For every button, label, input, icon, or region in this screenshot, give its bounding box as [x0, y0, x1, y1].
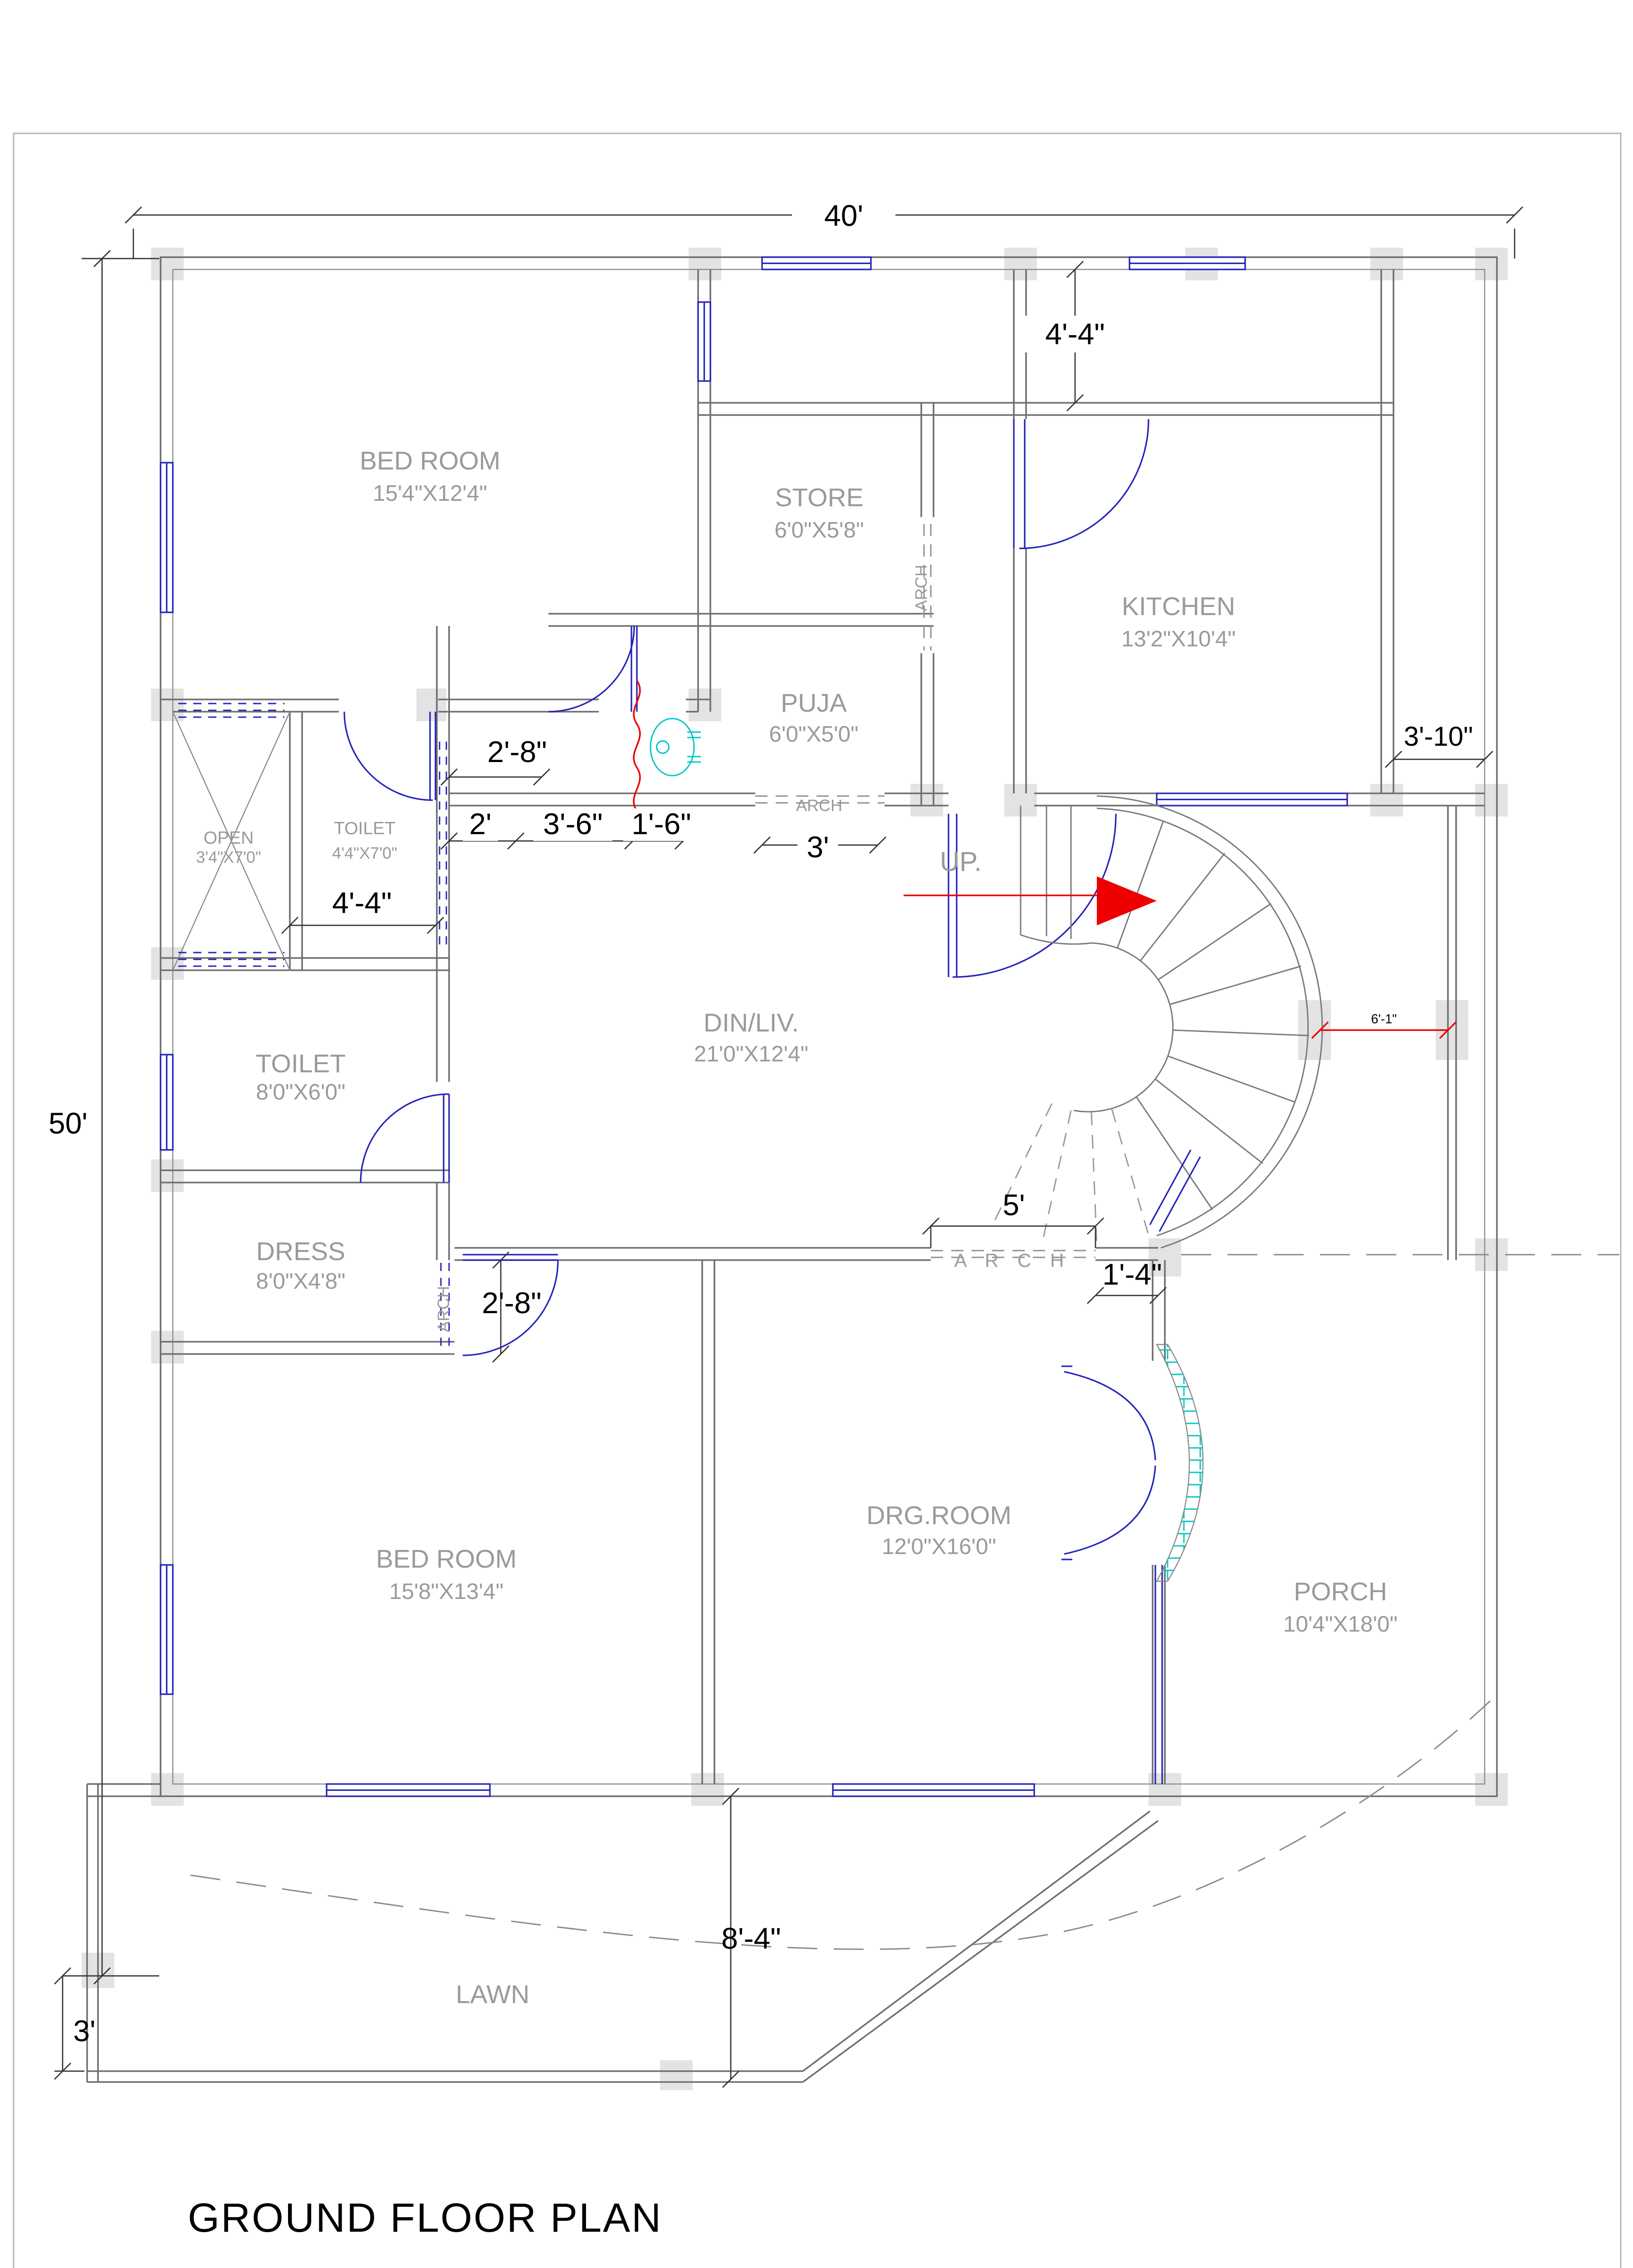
arch-label-puja: ARCH	[796, 796, 842, 815]
wash-basin	[633, 680, 701, 811]
room-kitchen: KITCHEN	[1122, 592, 1235, 621]
up-label: UP.	[940, 846, 982, 877]
room-toilet2: TOILET	[256, 1049, 346, 1078]
dim-passage-segments: 2' 3'-6" 1'-6"	[440, 807, 699, 850]
dim-arch-side: 1'-4"	[1087, 1257, 1167, 1304]
svg-text:3': 3'	[73, 2014, 95, 2048]
svg-text:1'-6": 1'-6"	[631, 807, 691, 841]
page-title: GROUND FLOOR PLAN	[188, 2195, 662, 2241]
window-bedroom1-right	[697, 301, 711, 382]
dim-entry-depth: 4'-4"	[1025, 261, 1125, 411]
window-top-store	[761, 256, 872, 270]
room-dinliv-size: 21'0"X12'4"	[694, 1041, 808, 1066]
window-west-bedroom1	[160, 462, 174, 613]
svg-text:2'-8": 2'-8"	[482, 1286, 541, 1320]
room-store-size: 6'0"X5'8"	[774, 518, 864, 543]
window-south-drg	[832, 1783, 1035, 1797]
columns	[82, 248, 1508, 2090]
door-toilet1	[343, 711, 436, 801]
arch-label-store: ARCH	[912, 565, 930, 611]
arch-label-dress: ARCH	[434, 1286, 453, 1332]
room-kitchen-size: 13'2"X10'4"	[1121, 626, 1236, 651]
arch-openings	[190, 524, 1619, 1950]
door-kitchen	[1013, 419, 1149, 549]
svg-text:4'-4": 4'-4"	[332, 886, 391, 919]
svg-text:3'-6": 3'-6"	[543, 807, 602, 841]
room-bedroom2-size: 15'8"X13'4"	[389, 1579, 504, 1604]
room-toilet1: TOILET	[334, 819, 396, 838]
room-puja: PUJA	[781, 689, 847, 718]
dim-puja-opening: 3'	[753, 830, 886, 865]
room-porch-size: 10'4"X18'0"	[1283, 1612, 1398, 1637]
dim-dress-arch: 2'-8"	[482, 1251, 542, 1363]
sheet-border	[13, 132, 1622, 2268]
double-door-porch	[1061, 1365, 1156, 1560]
svg-text:5': 5'	[1002, 1188, 1025, 1222]
window-west-bedroom2	[160, 1564, 174, 1695]
svg-text:2': 2'	[469, 807, 491, 841]
dim-wash-width: 2'-8"	[440, 735, 550, 786]
internal-walls	[161, 269, 1485, 1784]
windows	[160, 256, 1348, 1797]
room-open: OPEN	[204, 828, 254, 848]
up-arrow-icon	[1097, 876, 1157, 925]
room-labels: BED ROOM 15'4"X12'4" STORE 6'0"X5'8" KIT…	[196, 446, 1398, 2009]
svg-text:3'-10": 3'-10"	[1404, 721, 1473, 752]
room-drg: DRG.ROOM	[866, 1501, 1012, 1530]
window-south-bedroom2	[326, 1783, 491, 1797]
room-bedroom2: BED ROOM	[376, 1545, 517, 1574]
curtain-red-squiggle	[633, 680, 641, 811]
svg-text:1'-4": 1'-4"	[1102, 1257, 1162, 1291]
svg-text:4'-4": 4'-4"	[1045, 317, 1105, 351]
driveway-dashed-curve	[190, 1700, 1491, 1950]
lawn-walls	[86, 1783, 1159, 2083]
room-dinliv: DIN/LIV.	[704, 1008, 799, 1037]
stair-clearance-dim: 6'-1"	[1311, 1012, 1457, 1039]
window-west-toilet2	[160, 1054, 174, 1151]
open-area-hatch	[172, 703, 447, 971]
dim-arch-width: 5'	[922, 1188, 1104, 1248]
dim-toilet-width: 4'-4"	[281, 886, 444, 934]
dim-right-offset: 3'-10"	[1385, 721, 1493, 768]
room-dress-size: 8'0"X4'8"	[256, 1269, 345, 1294]
porch-curved-screen	[1155, 1344, 1204, 1582]
dim-stair-clear: 6'-1"	[1371, 1012, 1397, 1026]
room-open-size: 3'4"X7'0"	[196, 848, 261, 866]
room-lawn: LAWN	[456, 1980, 530, 2009]
dim-boundary-offset: 3'	[54, 1967, 96, 2080]
dim-plot-width: 40'	[125, 185, 1523, 259]
svg-text:3': 3'	[807, 830, 829, 864]
svg-text:8'-4": 8'-4"	[721, 1921, 781, 1955]
svg-text:40': 40'	[824, 199, 863, 232]
room-dress: DRESS	[256, 1237, 345, 1266]
doors	[343, 419, 1156, 1560]
room-store: STORE	[775, 483, 863, 512]
dim-plot-height: 50'	[49, 250, 159, 1984]
staircase	[991, 795, 1323, 1249]
window-kitchen-bottom	[1156, 792, 1348, 807]
arch-label-main: A R C H	[954, 1250, 1071, 1271]
dim-lawn-depth: 8'-4"	[721, 1788, 781, 2088]
door-bedroom2	[462, 1254, 559, 1356]
sidelight-drg-porch	[1154, 1565, 1163, 1784]
room-toilet2-size: 8'0"X6'0"	[256, 1080, 345, 1105]
room-toilet1-size: 4'4"X7'0"	[332, 844, 397, 862]
window-top-kitchen	[1129, 256, 1246, 270]
door-bedroom1	[548, 626, 638, 713]
stair-break-line	[1149, 1149, 1201, 1232]
up-direction: UP.	[904, 846, 1157, 925]
room-porch: PORCH	[1294, 1577, 1387, 1606]
room-drg-size: 12'0"X16'0"	[882, 1534, 996, 1559]
svg-text:50': 50'	[49, 1106, 88, 1140]
svg-text:2'-8": 2'-8"	[487, 735, 547, 768]
room-puja-size: 6'0"X5'0"	[769, 722, 858, 747]
door-toilet2	[360, 1093, 450, 1183]
room-bedroom1: BED ROOM	[360, 446, 500, 475]
room-bedroom1-size: 15'4"X12'4"	[373, 481, 487, 506]
